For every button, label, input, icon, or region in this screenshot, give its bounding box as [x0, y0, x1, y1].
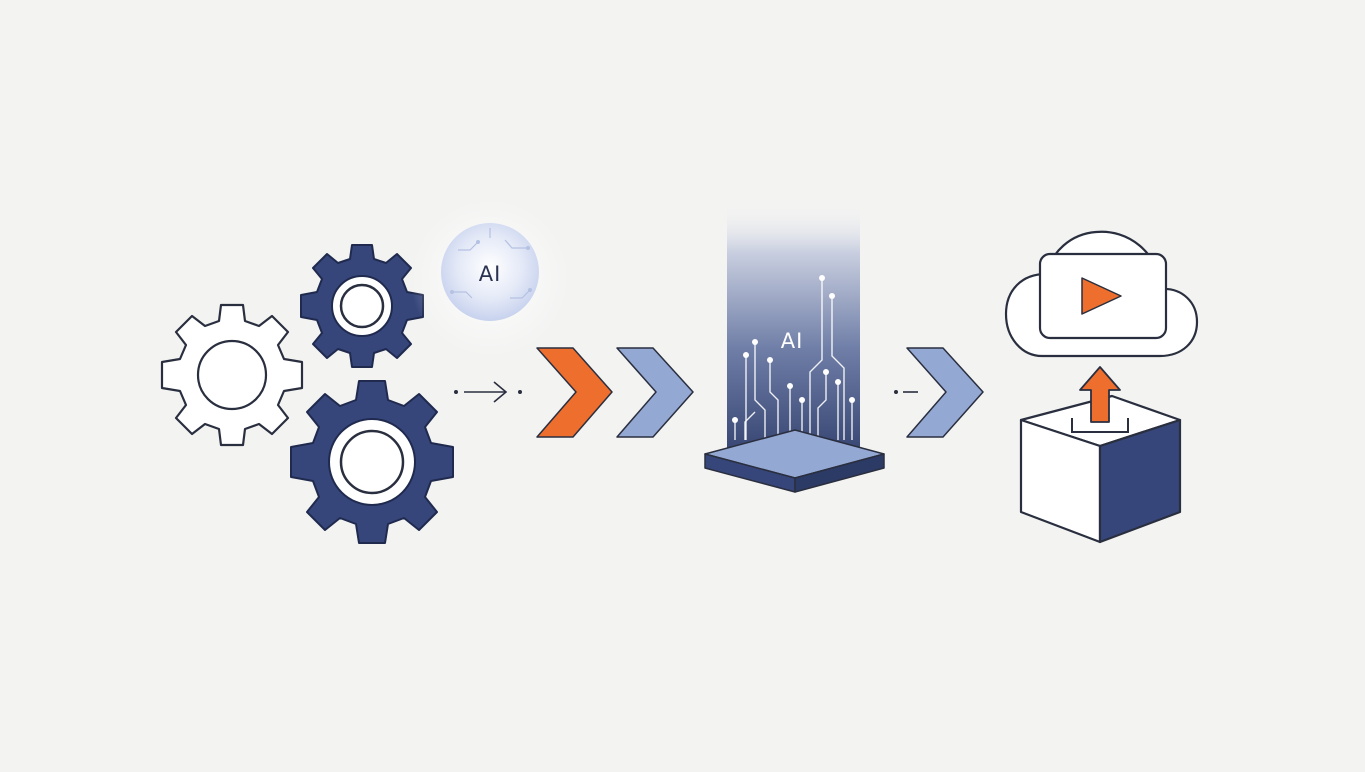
ai-chip-pillar-icon: AI — [704, 205, 885, 493]
upload-arrow-icon — [1079, 366, 1121, 423]
outline-gear-icon — [160, 303, 304, 447]
blue-chevron-icon — [616, 347, 694, 438]
box-icon — [1019, 394, 1182, 544]
orb-circuit-nodes — [450, 240, 532, 294]
dotted-flow-arrow — [454, 381, 522, 403]
video-play-icon — [1038, 252, 1168, 340]
orb-circuit-lines — [452, 228, 531, 299]
dotted-flow-arrow-2 — [894, 390, 918, 394]
pillar-circuit-nodes — [732, 275, 855, 423]
ai-pillar-label: AI — [781, 329, 804, 353]
ai-orb-label: AI — [479, 262, 502, 286]
pillar-circuit-lines — [734, 278, 853, 440]
large-navy-gear-icon — [290, 380, 454, 544]
gears-icon — [160, 244, 454, 544]
cloud-upload-box-icon — [1004, 230, 1199, 544]
orange-chevron-icon — [536, 347, 613, 438]
ai-orb-icon: AI — [410, 198, 570, 358]
small-navy-gear-icon — [300, 244, 424, 368]
blue-chevron-icon-2 — [906, 347, 984, 438]
pillar-base-platform — [704, 429, 885, 493]
